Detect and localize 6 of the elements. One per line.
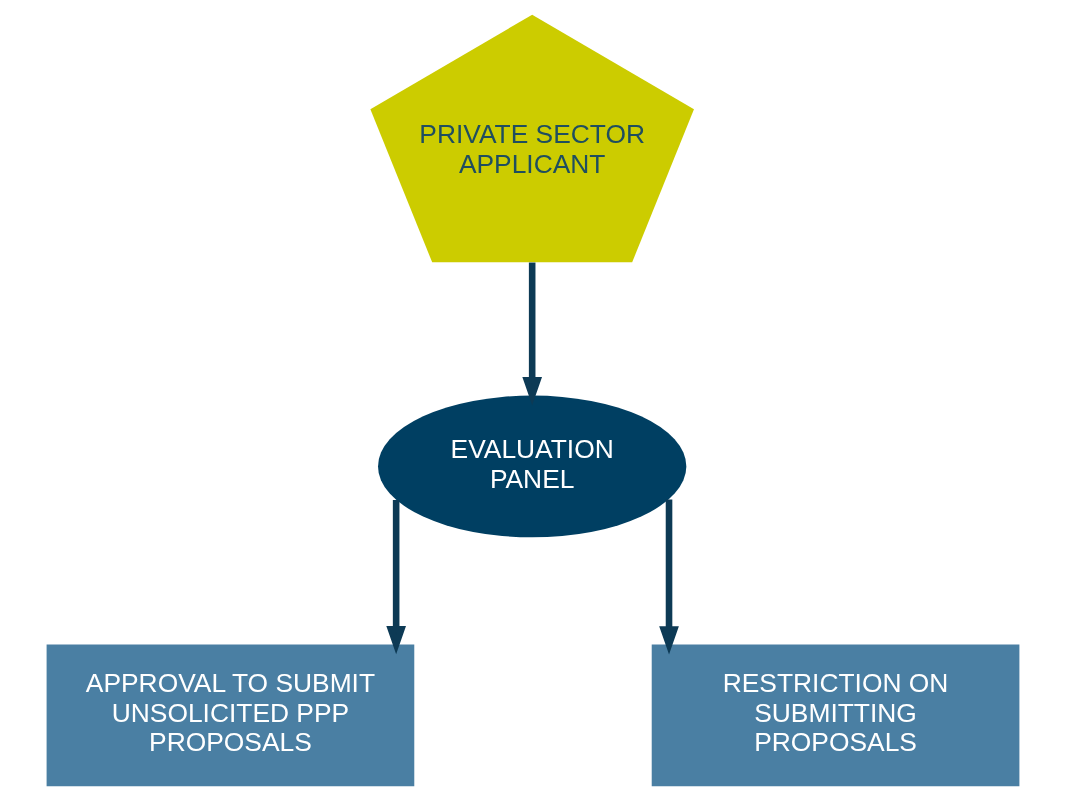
arrow	[522, 262, 543, 406]
node-box: RESTRICTION ON SUBMITTING PROPOSALS	[651, 644, 1020, 787]
node-box: APPROVAL TO SUBMIT UNSOLICITED PPP PROPOSALS	[46, 644, 415, 787]
arrow	[386, 500, 406, 655]
arrow	[659, 499, 679, 655]
node-ellipse: EVALUATION PANEL	[378, 395, 687, 538]
